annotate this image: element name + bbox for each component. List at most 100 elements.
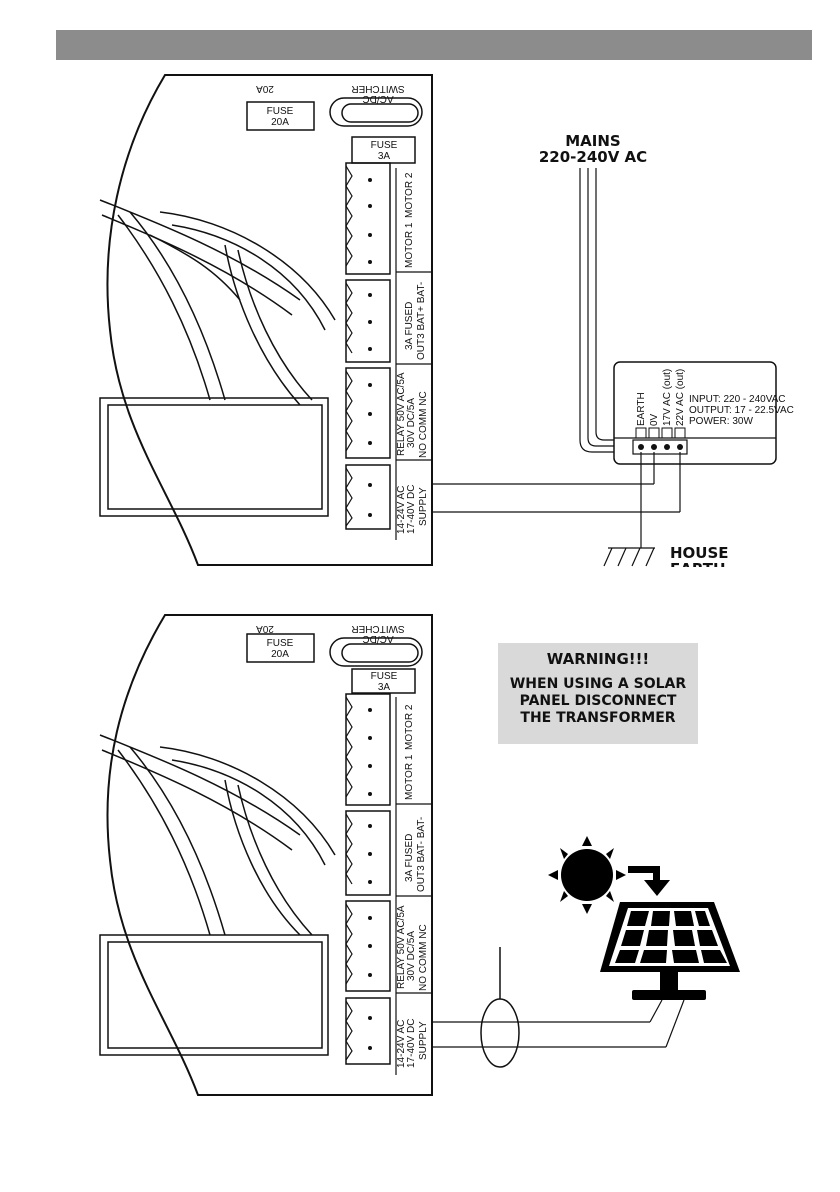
transformer-terminal-0v: 0V bbox=[649, 413, 660, 426]
connector-out3 bbox=[345, 810, 391, 896]
connector-relay bbox=[345, 900, 391, 992]
board-outline bbox=[106, 614, 433, 1096]
board-component bbox=[99, 397, 329, 517]
transformer-terminal-17v: 17V AC (out) bbox=[662, 369, 673, 426]
earth-symbol bbox=[645, 547, 655, 567]
mains-cable bbox=[587, 168, 614, 447]
terminal-tab bbox=[674, 427, 686, 439]
board-decoration bbox=[237, 784, 313, 936]
warning-title: WARNING!!! bbox=[546, 650, 650, 668]
transformer-spec-output: OUTPUT: 17 - 22.5VAC bbox=[689, 405, 794, 416]
board-decoration bbox=[99, 199, 301, 301]
fuse-3a-label: FUSE bbox=[371, 671, 398, 682]
board-decoration bbox=[237, 249, 313, 401]
connector-supply bbox=[345, 464, 391, 530]
arrow-down-icon bbox=[628, 866, 670, 896]
mains-voltage-label: 220-240V AC bbox=[539, 148, 647, 166]
board-component bbox=[107, 941, 323, 1049]
header-bar bbox=[56, 30, 812, 60]
terminal-label-supply: SUPPLY bbox=[418, 487, 429, 526]
ac-dc-switcher-handle bbox=[341, 643, 419, 663]
ac-dc-switcher[interactable] bbox=[329, 97, 423, 127]
fuse-20a-label: FUSE bbox=[267, 106, 294, 117]
solar-wire bbox=[649, 999, 663, 1023]
fuse-rating-label: 20A bbox=[256, 623, 274, 634]
terminal-label-supply: SUPPLY bbox=[418, 1021, 429, 1060]
ac-dc-switcher-handle bbox=[341, 103, 419, 123]
switcher-label: SWITCHER bbox=[351, 623, 404, 634]
board-decoration bbox=[171, 759, 326, 866]
sun-icon bbox=[548, 836, 626, 914]
terminal-tab bbox=[648, 427, 660, 439]
transformer-terminal-earth: EARTH bbox=[636, 392, 647, 426]
board-decoration bbox=[159, 746, 336, 856]
fuse-3a-label: 3A bbox=[378, 682, 391, 693]
mains-label: MAINS bbox=[565, 132, 620, 150]
fuse-rating-label: 20A bbox=[256, 83, 274, 94]
board-decoration bbox=[117, 214, 211, 401]
mains-cable bbox=[579, 168, 614, 453]
connector-motor bbox=[345, 162, 391, 275]
board-decoration bbox=[101, 214, 293, 316]
connector-supply bbox=[345, 997, 391, 1065]
fuse-20a-label: 20A bbox=[271, 117, 289, 128]
bottom-diagram-solar: 20A SWITCHER AC/DC FUSE 20A FUSE 3A bbox=[99, 614, 740, 1096]
terminal-label-3a-fused: 3A FUSED bbox=[404, 302, 415, 350]
board-decoration bbox=[117, 749, 211, 936]
solar-panel-icon bbox=[600, 902, 740, 1000]
board-decoration bbox=[224, 244, 301, 406]
terminal-label-3a-fused: 3A FUSED bbox=[404, 834, 415, 882]
transformer-terminal-22v: 22V AC (out) bbox=[675, 369, 686, 426]
transformer-spec-input: INPUT: 220 - 240VAC bbox=[689, 394, 786, 405]
terminal-label-motor-1: MOTOR 1 bbox=[404, 754, 415, 800]
board-component bbox=[99, 934, 329, 1056]
terminal-label-motor-2: MOTOR 2 bbox=[404, 704, 415, 750]
earth-symbol bbox=[603, 547, 613, 567]
earth-symbol bbox=[617, 547, 627, 567]
disconnect-marker bbox=[480, 998, 520, 1068]
fuse-20a-label: 20A bbox=[271, 649, 289, 660]
connector-out3 bbox=[345, 279, 391, 363]
terminal-label-motor-2: MOTOR 2 bbox=[404, 172, 415, 218]
terminal-label-supply-dc: 17-40V DC bbox=[406, 1019, 417, 1068]
terminal-label-out3: OUT3 BAT+ BAT- bbox=[416, 282, 427, 360]
earth-symbol bbox=[631, 547, 641, 567]
transformer-terminal-block bbox=[632, 439, 688, 455]
board-decoration bbox=[101, 749, 293, 851]
terminal-label-supply-ac: 14-24V AC bbox=[396, 1020, 407, 1068]
terminal-label-supply-ac: 14-24V AC bbox=[396, 486, 407, 534]
top-diagram-mains: 20A SWITCHER AC/DC FUSE 20A FUSE 3A bbox=[99, 74, 800, 587]
board-decoration bbox=[159, 211, 336, 321]
warning-body: WHEN USING A SOLAR PANEL DISCONNECT THE … bbox=[509, 676, 687, 726]
terminal-label-relay: RELAY 50V AC/5A bbox=[396, 372, 407, 456]
ac-dc-switcher[interactable] bbox=[329, 637, 423, 667]
board-decoration bbox=[129, 211, 226, 401]
solar-wire bbox=[665, 999, 685, 1048]
fuse-3a-label: 3A bbox=[378, 151, 391, 162]
connector-relay bbox=[345, 367, 391, 459]
fuse-3a bbox=[351, 668, 416, 694]
board-decoration bbox=[99, 734, 301, 836]
terminal-label-supply-dc: 17-40V DC bbox=[406, 485, 417, 534]
terminal-tab bbox=[661, 427, 673, 439]
terminal-label-out3: OUT3 BAT- BAT- bbox=[416, 817, 427, 892]
fuse-20a-label: FUSE bbox=[267, 638, 294, 649]
switcher-label: SWITCHER bbox=[351, 83, 404, 94]
fuse-20a bbox=[246, 633, 315, 663]
board-decoration bbox=[171, 224, 326, 331]
transformer-terminals bbox=[638, 444, 683, 450]
board-decoration bbox=[129, 746, 226, 936]
terminal-label-motor-1: MOTOR 1 bbox=[404, 222, 415, 268]
house-earth-label: HOUSE bbox=[670, 544, 729, 562]
board-outline bbox=[106, 74, 433, 566]
board-component bbox=[107, 404, 323, 510]
transformer bbox=[613, 361, 777, 465]
fuse-3a-label: FUSE bbox=[371, 140, 398, 151]
connector-motor bbox=[345, 693, 391, 806]
transformer-spec-power: POWER: 30W bbox=[689, 416, 753, 427]
board-decoration bbox=[224, 779, 301, 936]
fuse-20a bbox=[246, 101, 315, 131]
diagram-crop-mask bbox=[600, 567, 800, 587]
terminal-label-relay-pins: NO COMM NC bbox=[418, 391, 429, 458]
